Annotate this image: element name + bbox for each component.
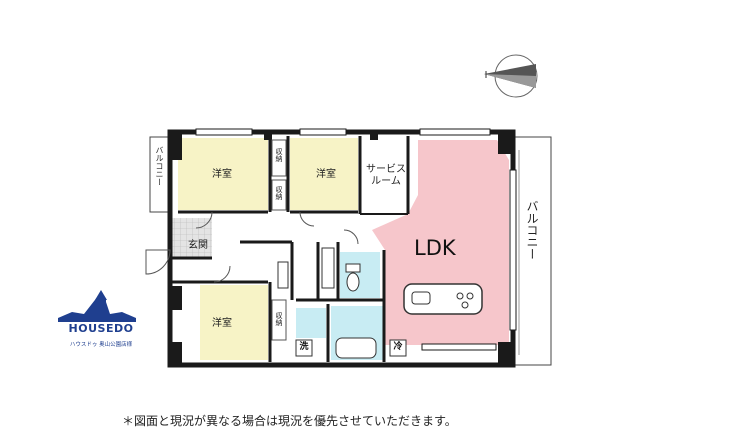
storage-2-label: 収納 [275,186,283,200]
toilet-floor [340,252,380,298]
balcony-right-label: バルコニー [525,200,539,260]
service-room-label: サービス ルーム [366,164,406,187]
storage-closets [271,139,287,341]
disclaimer-note: ＊図面と現況が異なる場合は現況を優先させていただきます。 [122,414,457,428]
sanitary-fixtures [277,247,377,359]
logo-emblem [58,290,136,322]
balcony-left-label: バルコニー [155,146,164,186]
washroom-floor [296,308,326,338]
kitchen-counter [403,283,483,315]
washing-machine-label: 洗 [299,342,309,352]
compass-north-icon [484,54,538,98]
western-room-1-floor [178,138,268,210]
ldk-label: LDK [414,236,456,260]
storage-1-label: 収納 [275,148,283,162]
western-room-2-label: 洋室 [316,169,336,180]
logo-subtitle: ハウスドゥ 奥山公園店様 [69,342,133,348]
western-room-1-label: 洋室 [212,169,232,180]
doors [145,211,359,283]
logo-brand-text: HOUSEDO [68,322,134,335]
company-logo: HOUSEDO ハウスドゥ 奥山公園店様 [56,288,146,354]
western-room-3-label: 洋室 [212,318,232,329]
entrance-label: 玄関 [188,240,208,251]
western-room-2-floor [290,138,358,210]
western-room-3-floor [200,285,268,360]
storage-3-label: 収納 [275,312,283,326]
fridge-box [389,339,407,357]
fridge-label: 冷 [393,342,403,352]
washing-machine-box [295,339,313,357]
windows [195,128,517,351]
columns [168,130,514,366]
